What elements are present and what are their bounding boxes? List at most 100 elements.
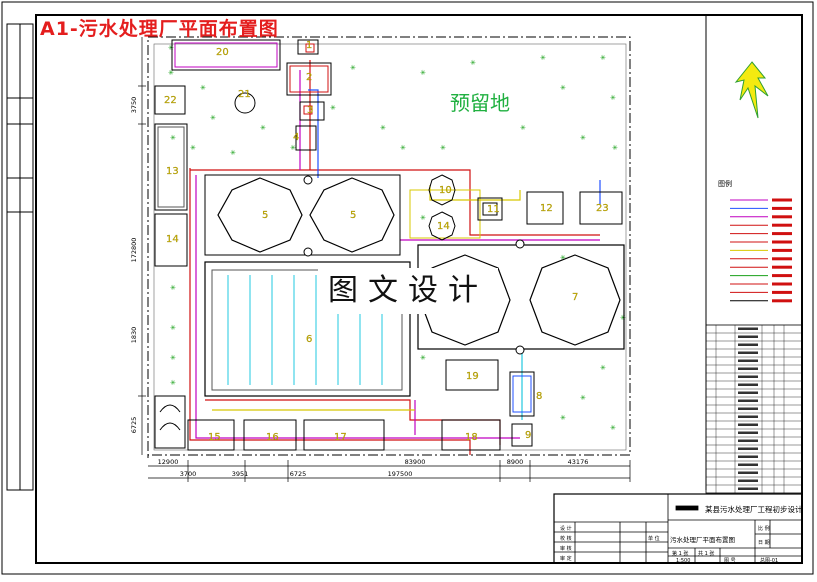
tree-icon: ✳ [560, 254, 566, 262]
tree-icon: ✳ [540, 54, 546, 62]
scale-value: 1:500 [676, 558, 690, 564]
tree-icon: ✳ [170, 354, 176, 362]
dim-sub-3: 6725 [290, 470, 307, 478]
table-cell-text [738, 415, 758, 418]
row-label-3: 审 核 [560, 545, 572, 552]
unit-label-10: 10 [439, 185, 452, 196]
inner-border [35, 14, 803, 564]
table-cell-text [738, 455, 758, 458]
tree-icon: ✳ [560, 414, 566, 422]
table-cell-text [738, 431, 758, 434]
unit-label-21: 21 [238, 89, 251, 100]
tree-icon: ✳ [200, 84, 206, 92]
unit-label-4: 4 [293, 132, 299, 143]
legend-title: 图例 [718, 179, 732, 188]
tree-icon: ✳ [580, 134, 586, 142]
unit-label-5b: 5 [350, 210, 356, 221]
table-cell-text [738, 343, 758, 346]
table-cell-text [738, 423, 758, 426]
drawing-no-label: 图 号 [724, 558, 736, 564]
unit-label-11: 11 [487, 204, 500, 215]
title-block-text: 某县污水处理厂工程初步设计 污水处理厂平面布置图 单 位 设 计 校 核 审 核… [560, 504, 803, 564]
dim-left-sub-2: 1830 [130, 327, 138, 344]
tree-icon: ✳ [420, 69, 426, 77]
legend-desc [772, 215, 792, 219]
date-label: 日 期 [758, 540, 770, 546]
unit-label-5a: 5 [262, 210, 268, 221]
unit-label-6: 6 [306, 334, 312, 345]
unit-label-2: 2 [306, 72, 312, 83]
unit-21-tank [234, 92, 256, 114]
unit-12-building [526, 191, 564, 225]
unit-8-building [509, 371, 535, 417]
unit-22-building [154, 85, 186, 115]
table-cell-text [738, 383, 758, 386]
tree-icon: ✳ [400, 144, 406, 152]
unit-23-building [579, 191, 623, 225]
gate [154, 395, 186, 449]
legend-desc [772, 274, 792, 278]
dim-bottom-2: 83900 [405, 458, 426, 466]
unit-label-18: 18 [465, 432, 478, 443]
unit-label-19: 19 [466, 371, 479, 382]
tree-icon: ✳ [610, 94, 616, 102]
dim-bottom-4: 43176 [568, 458, 589, 466]
tree-icon: ✳ [620, 314, 626, 322]
row-label-1: 设 计 [560, 525, 572, 532]
unit-16-building [243, 419, 297, 451]
legend-desc [772, 232, 792, 236]
tree-icon: ✳ [380, 124, 386, 132]
structures-table [705, 324, 803, 494]
table-cell-text [738, 367, 758, 370]
tree-icon: ✳ [170, 134, 176, 142]
tree-icon: ✳ [230, 149, 236, 157]
tree-icon: ✳ [170, 379, 176, 387]
reserved-land-label: 预留地 [450, 91, 510, 115]
unit-9-building [511, 423, 533, 447]
tree-icon: ✳ [290, 144, 296, 152]
tree-icon: ✳ [170, 284, 176, 292]
table-cell-text [738, 391, 758, 394]
unit-label-22: 22 [164, 95, 177, 106]
tree-icon: ✳ [168, 69, 174, 77]
table-cell-text [738, 479, 758, 482]
site-boundary [147, 36, 631, 456]
dimension-lines [138, 37, 631, 482]
table-cell-text [738, 335, 758, 338]
trees: ✳✳✳✳✳✳✳✳✳✳✳✳✳✳✳✳✳✳✳✳✳✳✳✳✳✳✳✳✳✳✳✳✳✳✳ [168, 44, 626, 432]
unit-3-building [299, 101, 325, 121]
unit-2-building [286, 62, 332, 96]
unit-label-15: 15 [208, 432, 221, 443]
unit-label-14: 14 [166, 234, 179, 245]
unit-label-16: 16 [266, 432, 279, 443]
unit-13-building [154, 123, 188, 211]
unit-18-building [441, 419, 501, 451]
tree-icon: ✳ [600, 54, 606, 62]
unit-14-building [154, 213, 188, 267]
unit-label: 单 位 [648, 535, 660, 542]
drawing-title: A1-污水处理厂平面布置图 [40, 18, 279, 40]
sheet-label: 第 1 张 [672, 550, 688, 557]
watermark: 图文设计 [318, 268, 498, 314]
unit-19-building [445, 359, 499, 391]
table-cell-text [738, 399, 758, 402]
internal-road [153, 43, 627, 451]
unit-label-7a: 7 [572, 292, 578, 303]
tree-icon: ✳ [350, 64, 356, 72]
tree-icon: ✳ [210, 114, 216, 122]
tree-icon: ✳ [168, 44, 174, 52]
tree-icon: ✳ [260, 124, 266, 132]
tree-icon: ✳ [330, 104, 336, 112]
legend-desc [772, 198, 792, 202]
table-cell-text [738, 487, 758, 490]
legend-desc [772, 257, 792, 261]
legend-desc [772, 282, 792, 286]
scale-label: 比 例 [758, 525, 770, 532]
dimension-labels: 172800 3750 1830 6725 12900 83900 8900 4… [130, 97, 588, 478]
legend-desc [772, 223, 792, 227]
unit-label-8: 8 [536, 391, 542, 402]
tree-icon: ✳ [470, 59, 476, 67]
tree-icon: ✳ [560, 84, 566, 92]
dim-left-sub-3: 6725 [130, 417, 138, 434]
